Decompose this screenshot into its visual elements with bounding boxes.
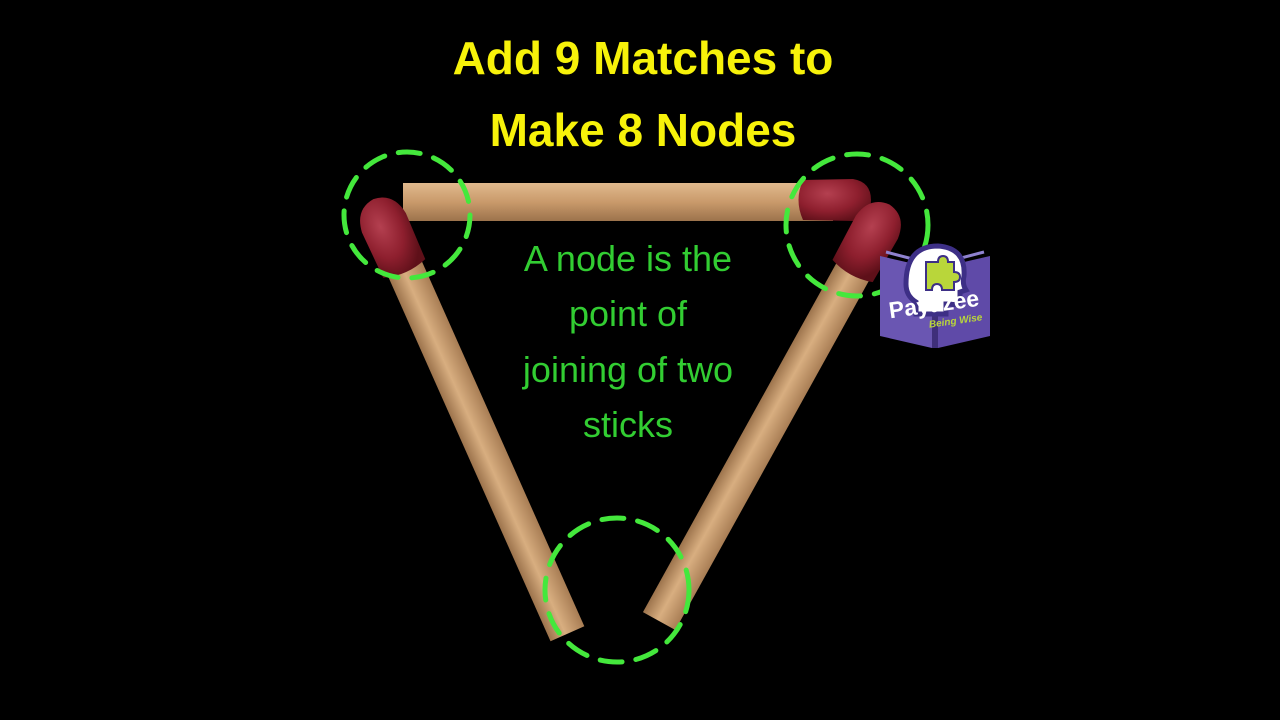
match-head	[360, 197, 426, 278]
payazee-logo[interactable]: Payazee Being Wise	[876, 232, 994, 350]
node-circle-marker	[542, 515, 692, 665]
node-circle-marker	[341, 149, 473, 281]
node-circle-marker	[783, 151, 931, 299]
match-stick-body	[403, 183, 833, 221]
title-line-2: Make 8 Nodes	[489, 104, 797, 156]
match-head	[798, 179, 871, 221]
node-definition-line-3: joining of two	[522, 349, 734, 390]
matchstick-top[interactable]	[403, 179, 871, 221]
matchstick-left[interactable]	[351, 189, 588, 643]
node-definition-line-4: sticks	[583, 404, 673, 445]
node-definition-line-2: point of	[568, 293, 688, 334]
title-line-1: Add 9 Matches to	[452, 32, 834, 84]
match-stick-body	[379, 242, 585, 642]
match-stick-body	[642, 244, 879, 631]
node-definition-line-1: A node is the	[523, 238, 733, 279]
head-puzzle-icon	[903, 243, 970, 317]
